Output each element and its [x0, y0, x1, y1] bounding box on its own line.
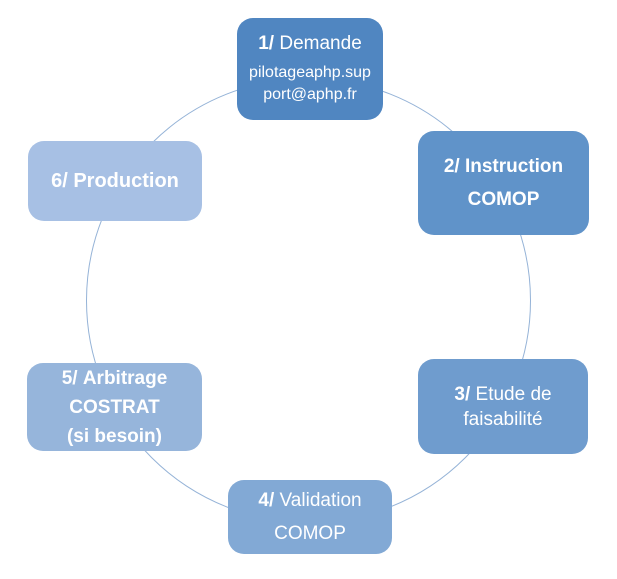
step-2-number: 2/	[443, 156, 460, 177]
step-2-label-2: COMOP	[467, 189, 540, 210]
step-2-instruction-comop: 2/ Instruction COMOP	[418, 131, 589, 235]
step-4-title: 4/ Validation	[258, 484, 361, 517]
step-5-label-2: COSTRAT	[69, 396, 160, 418]
step-4-label-2: COMOP	[274, 523, 346, 544]
step-4-validation-comop: 4/ Validation COMOP	[228, 480, 392, 554]
step-6-production: 6/ Production	[28, 141, 202, 221]
step-3-etude-faisabilite: 3/ Etude de faisabilité	[418, 359, 588, 454]
step-1-email-line-2: port@aphp.fr	[263, 85, 357, 103]
step-4-number: 4/	[258, 490, 275, 511]
step-4-label: Validation	[279, 490, 362, 511]
step-1-label: Demande	[279, 32, 362, 54]
step-3-number: 3/	[454, 383, 471, 405]
step-3-title: 3/ Etude de	[454, 382, 551, 407]
step-3-label: Etude de	[475, 383, 552, 405]
step-6-title: 6/ Production	[51, 170, 179, 193]
step-5-label: Arbitrage	[82, 367, 168, 389]
step-6-number: 6/	[51, 169, 68, 192]
step-5-number: 5/	[61, 367, 78, 389]
step-5-arbitrage-costrat: 5/ Arbitrage COSTRAT (si besoin)	[27, 363, 202, 451]
step-2-title: 2/ Instruction	[444, 150, 563, 183]
step-1-demande: 1/ Demande pilotageaphp.sup port@aphp.fr	[237, 18, 383, 120]
step-3-label-2: faisabilité	[463, 408, 543, 430]
step-1-title: 1/ Demande	[258, 33, 362, 55]
step-5-label-3: (si besoin)	[66, 425, 162, 447]
step-1-number: 1/	[258, 32, 275, 54]
step-6-label: Production	[73, 169, 179, 192]
step-1-email-line-1: pilotageaphp.sup	[249, 63, 371, 81]
step-5-title: 5/ Arbitrage	[62, 364, 168, 393]
step-2-label: Instruction	[464, 156, 564, 177]
